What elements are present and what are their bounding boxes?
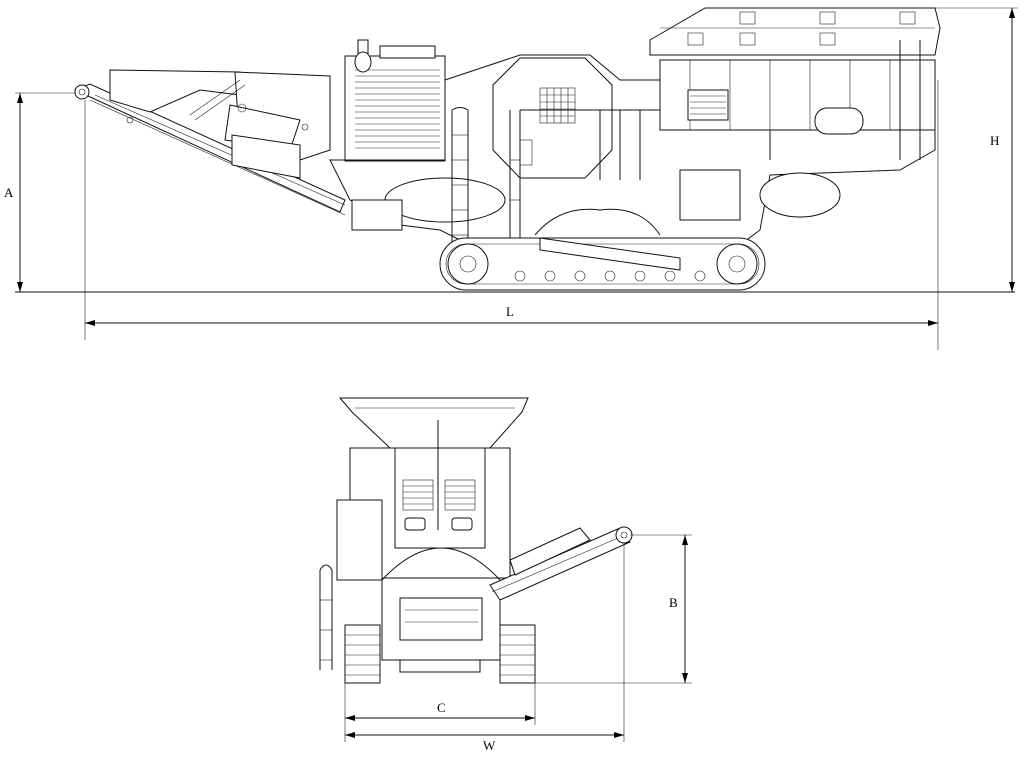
dim-label-b: B <box>669 595 678 610</box>
engine-unit <box>344 39 446 162</box>
dim-label-a: A <box>4 185 14 200</box>
side-view: A H L <box>4 7 1018 350</box>
crusher-body <box>492 57 613 179</box>
main-chassis <box>329 54 936 246</box>
rear-feeder-box <box>399 597 483 641</box>
rear-view: B C W <box>319 397 692 753</box>
dimension-c: C <box>344 683 536 742</box>
rear-lower-frame <box>381 547 501 661</box>
rear-springs <box>402 479 476 511</box>
dim-label-c: C <box>437 700 446 715</box>
dim-label-h: H <box>990 133 999 148</box>
dimension-h: H <box>935 7 1018 292</box>
side-track <box>439 237 766 291</box>
rear-tracks <box>344 624 536 684</box>
dim-label-l: L <box>506 304 514 319</box>
dimension-l: L <box>84 80 939 350</box>
dimension-b: B <box>535 534 692 684</box>
rear-hopper <box>338 397 529 449</box>
rear-platform <box>319 499 383 670</box>
side-conveyor <box>73 69 346 216</box>
feed-hopper <box>649 7 941 160</box>
dimension-w: W <box>345 543 625 753</box>
dimension-a: A <box>4 92 85 292</box>
dim-label-w: W <box>483 738 496 753</box>
rear-conveyor <box>489 526 633 601</box>
